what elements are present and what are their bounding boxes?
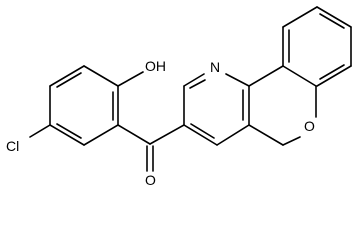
bond — [149, 124, 185, 145]
bond — [183, 73, 205, 87]
double-bond-inner — [319, 13, 345, 29]
double-bond-inner — [56, 72, 82, 88]
carbonyl-group: O — [117, 124, 185, 188]
bond — [248, 124, 284, 146]
chlorophenol-ring — [49, 65, 119, 146]
hydroxyl-label: OH — [145, 58, 166, 74]
bond — [49, 124, 85, 146]
chemical-structure-diagram: OH Cl O N O — [6, 6, 352, 188]
bond-c-cl — [29, 124, 51, 138]
bond-c-oh — [117, 71, 144, 87]
double-bond-inner — [319, 64, 345, 80]
chloro-label: Cl — [6, 138, 19, 154]
bond — [49, 65, 85, 87]
pyridine-ring: N — [183, 59, 250, 146]
benzo-ring — [282, 6, 352, 87]
carbonyl-oxygen-label: O — [145, 172, 156, 188]
pyridine-nitrogen-label: N — [210, 59, 220, 75]
bond — [183, 124, 218, 146]
bond — [316, 6, 352, 28]
bond — [83, 65, 119, 87]
double-bond-inner — [190, 123, 215, 139]
bond — [248, 65, 284, 87]
bond — [282, 136, 301, 146]
bond — [216, 124, 250, 146]
bond — [83, 124, 119, 146]
bond — [316, 65, 352, 87]
bond — [117, 124, 151, 145]
pyran-ring: O — [248, 65, 317, 146]
double-bond-inner — [56, 123, 82, 139]
double-bond-inner — [189, 79, 206, 89]
pyran-oxygen-label: O — [304, 118, 315, 134]
bond — [225, 73, 250, 87]
bond — [282, 6, 318, 28]
bond — [282, 65, 317, 87]
